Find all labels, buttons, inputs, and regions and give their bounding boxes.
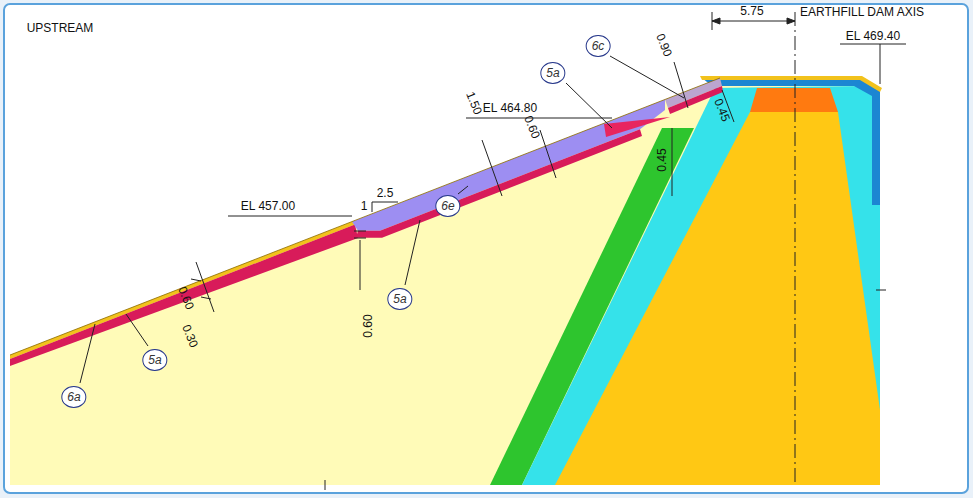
dam-axis xyxy=(795,12,796,485)
callout-number: 5a xyxy=(540,62,565,84)
elevation-label: EARTHFILL DAM AXIS xyxy=(800,6,924,18)
elevation-label: 1 xyxy=(361,200,368,212)
callout-number: 6e xyxy=(435,195,460,217)
elevation-label: UPSTREAM xyxy=(27,22,94,34)
elevation-label: EL 469.40 xyxy=(846,30,900,42)
callout-number: 5a xyxy=(142,349,167,371)
shell-fill xyxy=(10,78,880,485)
frame xyxy=(4,4,968,493)
layer-5a xyxy=(10,225,358,367)
dimension-label: 0.60 xyxy=(522,114,542,140)
core xyxy=(555,112,880,485)
dimension-label: 1.50 xyxy=(464,90,484,116)
elevation-label: EL 464.80 xyxy=(483,102,537,114)
dimension-label: 0.45 xyxy=(656,148,668,171)
dimension-label: 5.75 xyxy=(740,5,763,17)
callout-number: 6c xyxy=(586,35,611,57)
dimension-label: 0.60 xyxy=(362,314,374,337)
dimension-label: 0.45 xyxy=(712,97,732,123)
dimension-label: 0.60 xyxy=(176,285,196,311)
core-cap xyxy=(750,88,838,112)
layer-5a-wedge xyxy=(604,117,670,137)
layer-6e xyxy=(352,100,665,231)
layer-5a-under xyxy=(356,129,642,237)
callout-number: 5a xyxy=(387,288,412,310)
elevation-label: EL 457.00 xyxy=(241,200,295,212)
leaders xyxy=(80,12,906,490)
callout-number: 6a xyxy=(61,386,86,408)
crest-layer xyxy=(702,78,880,205)
layer-6a xyxy=(10,221,355,360)
dimension-label: 0.30 xyxy=(180,323,200,349)
dimension-label: 0.90 xyxy=(654,32,674,58)
crest-surface xyxy=(700,76,882,92)
elevation-label: 2.5 xyxy=(377,187,394,199)
